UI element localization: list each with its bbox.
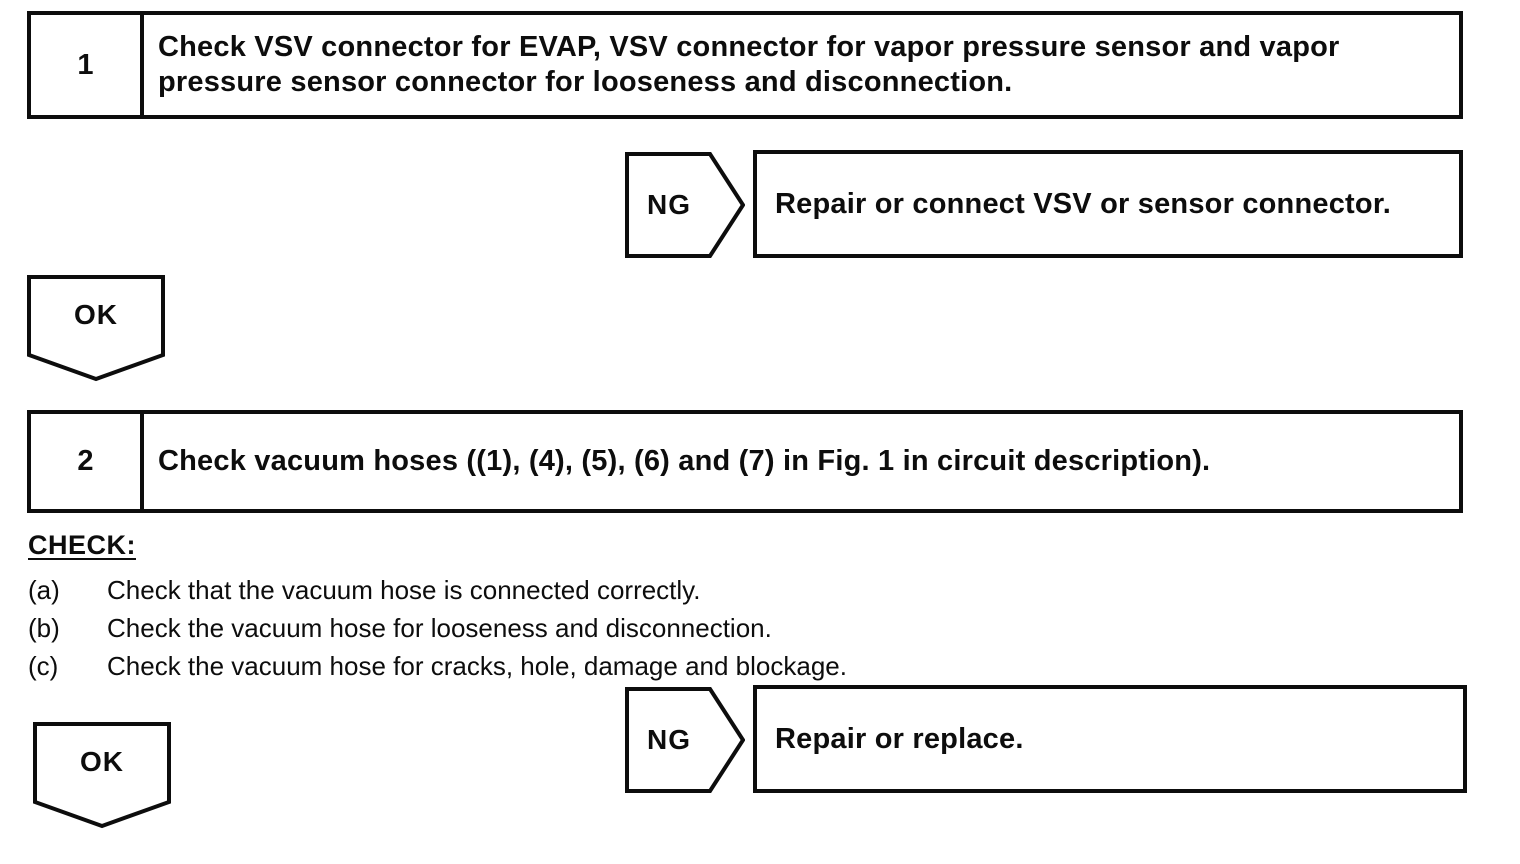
check-item-a-text: Check that the vacuum hose is connected … (107, 575, 701, 605)
ok-pentagon-icon (33, 722, 171, 829)
check-item-c-text: Check the vacuum hose for cracks, hole, … (107, 651, 847, 681)
check-item-c-marker: (c) (28, 651, 59, 681)
ok-label-2: OK (80, 746, 124, 777)
ok-pentagon-icon (27, 275, 165, 382)
step-2-box: 2 Check vacuum hoses ((1), (4), (5), (6)… (27, 410, 1463, 513)
action-box-1: Repair or connect VSV or sensor connecto… (753, 150, 1463, 258)
action-text-2: Repair or replace. (775, 722, 1024, 755)
ok-arrow-2: OK (33, 722, 171, 829)
check-item-c: (c) Check the vacuum hose for cracks, ho… (28, 647, 1128, 685)
action-text-1: Repair or connect VSV or sensor connecto… (775, 187, 1391, 220)
check-item-a: (a) Check that the vacuum hose is connec… (28, 571, 1128, 609)
step-1-box: 1 Check VSV connector for EVAP, VSV conn… (27, 11, 1463, 119)
ok-arrow-1: OK (27, 275, 165, 382)
check-section: CHECK: (a) Check that the vacuum hose is… (28, 530, 1128, 685)
ng-pentagon-icon (625, 152, 745, 258)
ng-arrow-1: NG (625, 152, 745, 258)
ng-arrow-2: NG (625, 687, 745, 793)
check-item-b-text: Check the vacuum hose for looseness and … (107, 613, 772, 643)
ng-pentagon-icon (625, 687, 745, 793)
action-box-2: Repair or replace. (753, 685, 1467, 793)
ng-label-1: NG (647, 189, 691, 220)
check-item-a-marker: (a) (28, 575, 60, 605)
check-item-b-marker: (b) (28, 613, 60, 643)
ok-label-1: OK (74, 299, 118, 330)
step-2-number: 2 (31, 414, 144, 509)
step-1-number: 1 (31, 15, 144, 115)
check-item-b: (b) Check the vacuum hose for looseness … (28, 609, 1128, 647)
step-2-instruction: Check vacuum hoses ((1), (4), (5), (6) a… (158, 445, 1211, 477)
ng-label-2: NG (647, 724, 691, 755)
step-1-instruction: Check VSV connector for EVAP, VSV connec… (158, 31, 1340, 98)
check-heading: CHECK: (28, 530, 136, 560)
